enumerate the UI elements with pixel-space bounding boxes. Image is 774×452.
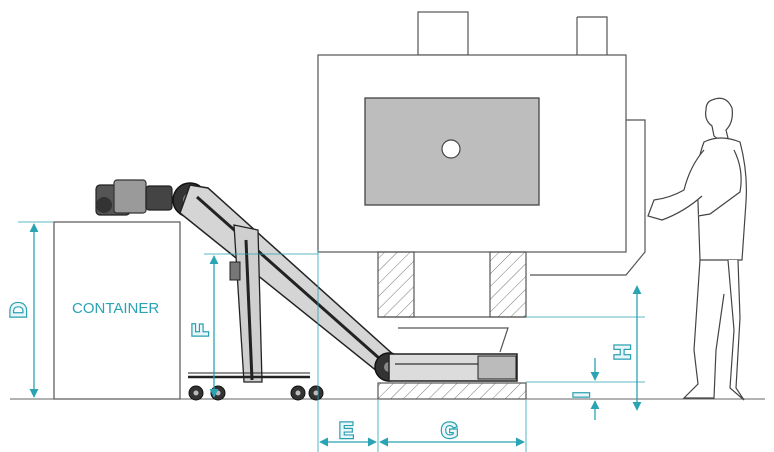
machine	[317, 11, 646, 400]
container-box	[53, 221, 181, 400]
dimension-g: G	[379, 417, 525, 447]
dimension-e-label: E	[339, 418, 354, 443]
container-label: CONTAINER	[72, 300, 159, 317]
dimension-g-label: G	[441, 418, 458, 443]
machine-leg-right	[489, 251, 527, 318]
dimension-i: I	[568, 358, 600, 420]
machine-hole	[441, 139, 461, 159]
dimension-h: H	[609, 285, 642, 411]
drive-motor	[95, 179, 173, 216]
machine-leg-left	[377, 251, 415, 318]
dimension-f-label: F	[188, 324, 213, 337]
conveyor	[95, 179, 518, 401]
machine-base	[377, 382, 527, 400]
dimension-f: F	[187, 253, 318, 398]
dimension-e: E	[319, 417, 377, 447]
dimension-h-label: H	[610, 344, 635, 360]
machine-top-box	[417, 11, 469, 56]
dimension-d: D	[5, 221, 54, 398]
dimension-d-label: D	[6, 302, 31, 318]
dimension-i-label: I	[569, 392, 594, 398]
operator-figure	[647, 97, 747, 401]
machine-chute	[577, 16, 608, 55]
